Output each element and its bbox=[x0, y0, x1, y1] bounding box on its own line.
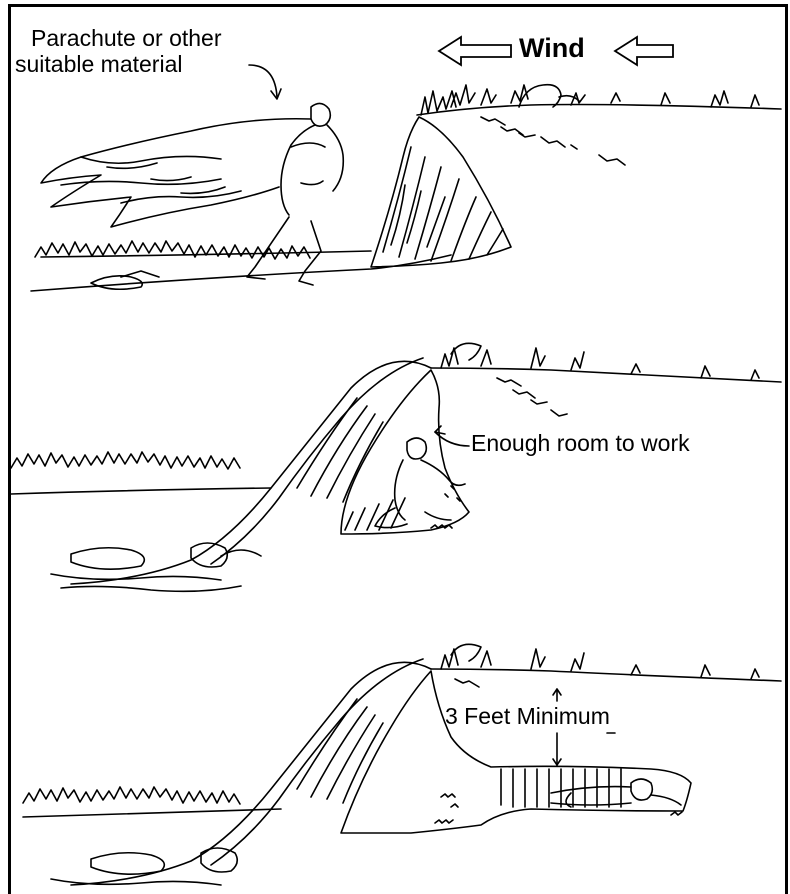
treeline bbox=[23, 787, 240, 804]
panel-approach: Parachute or other suitable material Win… bbox=[8, 4, 788, 301]
panel-trench-illustration bbox=[11, 597, 785, 894]
label-room: Enough room to work bbox=[471, 430, 690, 456]
grass-top bbox=[431, 368, 781, 382]
material-drape bbox=[71, 662, 431, 885]
label-material-line1: Parachute or other bbox=[31, 25, 222, 51]
person-lying bbox=[631, 779, 652, 800]
label-material-line2: suitable material bbox=[15, 51, 182, 77]
label-minimum: 3 Feet Minimum bbox=[445, 703, 610, 729]
wind-arrow-left bbox=[439, 37, 511, 65]
grass-top bbox=[431, 669, 781, 681]
wind-arrow-right bbox=[615, 37, 673, 65]
label-wind: Wind bbox=[519, 35, 585, 61]
treeline bbox=[11, 452, 240, 469]
grass-top bbox=[417, 105, 781, 116]
material-cape bbox=[41, 119, 311, 227]
panel-trench: 3 Feet Minimum bbox=[8, 597, 788, 894]
material-drape bbox=[71, 361, 431, 584]
person-digging bbox=[407, 438, 426, 459]
trench bbox=[341, 671, 691, 833]
dug-shelter bbox=[341, 370, 469, 534]
person-figure bbox=[311, 103, 330, 126]
panel-shelter: Enough room to work bbox=[8, 298, 788, 600]
ground-line bbox=[31, 255, 451, 291]
